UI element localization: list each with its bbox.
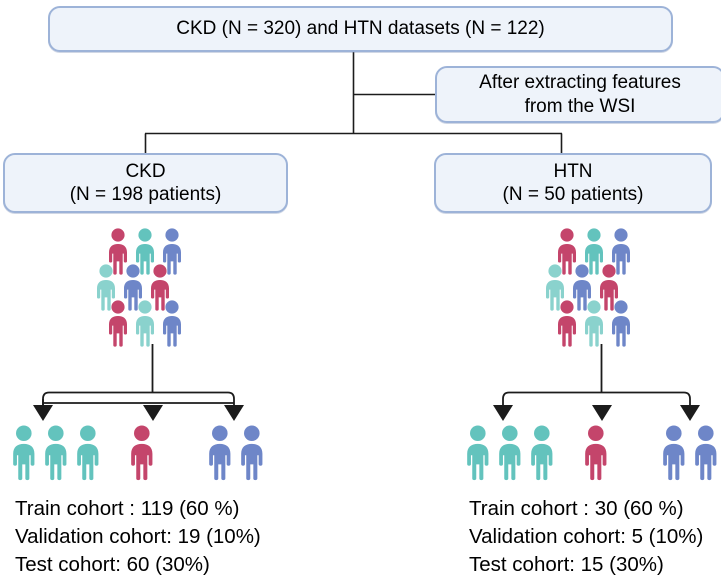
person-icon-ckd-train-1 [45,425,67,481]
connector-ckd-fan-left-corner [42,391,50,408]
arrow-down-icon-htn-train [493,405,513,421]
person-icon-cluster-ckd-r2c0 [109,300,127,347]
node-htn-subtitle: (N = 50 patients) [502,184,644,205]
cohort-ckd-test: Test cohort: 60 (30%) [15,552,210,576]
person-icon-cluster-htn-r0c0 [558,228,576,275]
cohort-summary-ckd: Train cohort : 119 (60 %) Validation coh… [15,495,261,579]
person-icon-htn-test-0 [663,425,685,481]
person-icon-cluster-htn-r2c0 [558,300,576,347]
person-icon-cluster-htn-r1c2 [600,264,618,311]
person-icon-htn-train-1 [499,425,521,481]
cohort-htn-train: Train cohort : 30 (60 %) [469,497,684,520]
arrow-down-icon-htn-validation [592,405,612,421]
person-icon-cluster-ckd-r0c0 [109,228,127,275]
person-icon-ckd-train-0 [13,425,35,481]
person-icon-htn-train-0 [467,425,489,481]
node-wsi-line1: After extracting features [479,72,681,94]
node-wsi-line2: from the WSI [524,95,636,117]
cohort-htn-test: Test cohort: 15 (30%) [469,552,664,576]
connector-htn-fan-right-corner [683,391,691,408]
node-root-datasets[interactable]: CKD (N = 320) and HTN datasets (N = 122) [48,6,673,52]
person-icon-htn-train-2 [531,425,553,481]
person-icon-cluster-htn-r0c2 [612,228,630,275]
arrow-down-icon-ckd-validation [143,405,163,421]
person-icon-cluster-ckd-r0c2 [163,228,181,275]
node-wsi-annotation[interactable]: After extracting features from the WSI [435,66,721,123]
cohort-summary-htn: Train cohort : 30 (60 %) Validation coho… [469,495,703,579]
arrow-down-icon-ckd-test [224,405,244,421]
person-icon-cluster-ckd-r2c2 [163,300,181,347]
person-icon-cluster-htn-r1c1 [573,264,591,311]
arrow-down-icon-ckd-train [33,405,53,421]
person-icon-cluster-htn-r2c1 [585,300,603,347]
person-icon-cluster-htn-r0c1 [585,228,603,275]
arrow-down-icon-htn-test [680,405,700,421]
node-ckd[interactable]: CKD (N = 198 patients) [3,153,288,213]
person-icon-htn-test-1 [695,425,717,481]
node-root-label: CKD (N = 320) and HTN datasets (N = 122) [176,18,545,40]
person-icon-ckd-test-1 [241,425,263,481]
cohort-htn-validation: Validation cohort: 5 (10%) [469,524,704,548]
person-icon-cluster-htn-r1c0 [546,264,564,311]
person-icon-ckd-train-2 [77,425,99,481]
node-htn[interactable]: HTN (N = 50 patients) [434,153,712,213]
node-ckd-text: CKD (N = 198 patients) [70,160,222,206]
person-icon-cluster-ckd-r2c1 [136,300,154,347]
connector-ckd-fan-right-corner [227,391,235,408]
node-wsi-text: After extracting features from the WSI [479,71,681,117]
person-icon-cluster-ckd-r1c1 [124,264,142,311]
person-icon-cluster-ckd-r1c2 [151,264,169,311]
cohort-ckd-train: Train cohort : 119 (60 %) [15,497,240,520]
person-icon-cluster-ckd-r1c0 [97,264,115,311]
node-ckd-subtitle: (N = 198 patients) [69,184,222,205]
person-icon-cluster-htn-r2c2 [612,300,630,347]
cohort-ckd-validation: Validation cohort: 19 (10%) [15,524,261,548]
node-htn-text: HTN (N = 50 patients) [503,160,644,206]
node-ckd-title: CKD [125,160,166,182]
person-icon-ckd-validation-0 [131,425,153,481]
node-htn-title: HTN [553,160,593,182]
person-icon-ckd-test-0 [209,425,231,481]
person-icon-cluster-ckd-r0c1 [136,228,154,275]
connector-htn-fan-left-corner [502,391,510,408]
person-icon-htn-validation-0 [585,425,607,481]
